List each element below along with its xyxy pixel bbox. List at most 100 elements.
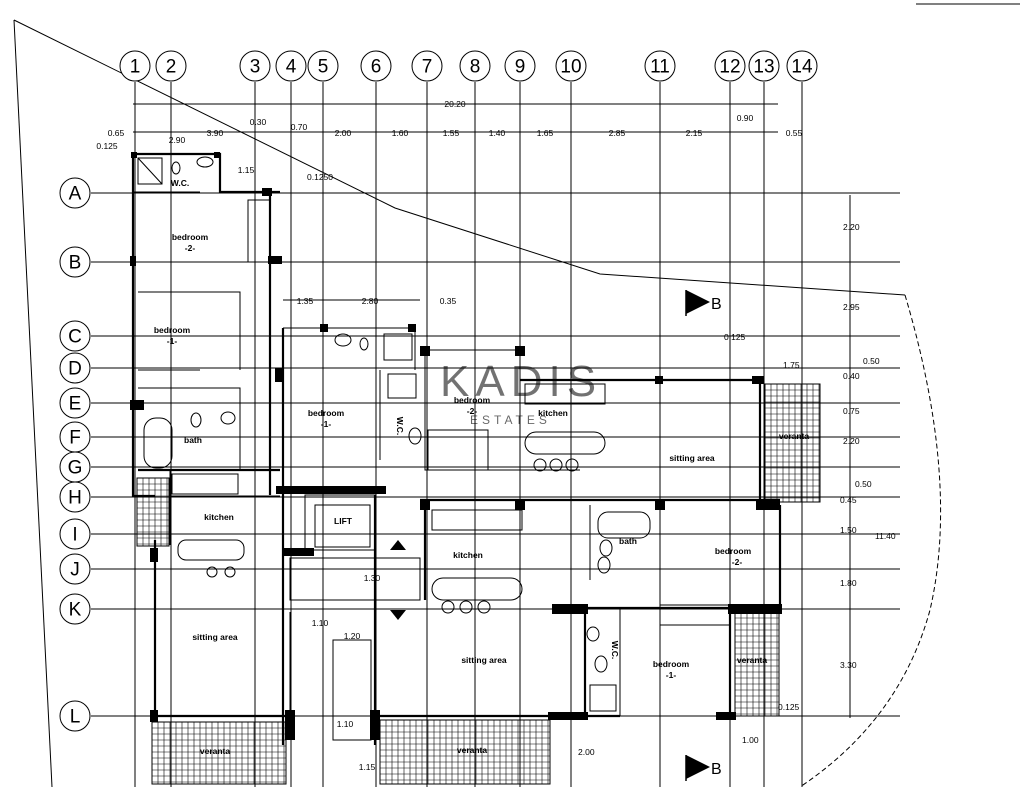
axis-label-12: 12: [719, 57, 740, 78]
axis-bubble-C: C: [59, 320, 91, 352]
dim-right-2: 0.125: [724, 332, 746, 342]
dim-mid-0: 1.35: [297, 296, 314, 306]
axis-label-10: 10: [560, 57, 581, 78]
axis-label-A: A: [69, 184, 82, 205]
dim-right-0: 2.20: [843, 222, 860, 232]
plot-boundary-right: [799, 294, 942, 787]
room-bedroom2-right-n: -2-: [732, 557, 743, 567]
section-label-top: B: [711, 296, 722, 313]
dim-top-6: 1.60: [392, 128, 409, 138]
room-veranta-right-bottom: veranta: [737, 655, 768, 665]
axis-label-13: 13: [753, 57, 774, 78]
room-bedroom1-left-n: -1-: [167, 336, 178, 346]
plot-boundary-top: [13, 19, 906, 296]
dim-extra-0: 0.125: [96, 141, 118, 151]
stair-dim-3: 1.15: [359, 762, 376, 772]
axis-label-11: 11: [650, 57, 670, 78]
stair-dimensions: 1.10 1.20 1.10 1.15 1.30: [312, 573, 381, 772]
axis-bubble-H: H: [59, 481, 91, 513]
watermark-logo: KADIS ESTATES: [440, 357, 602, 427]
dim-right-5: 0.40: [843, 371, 860, 381]
section-marker-bottom: B: [685, 755, 722, 781]
room-bedroom2-left-n: -2-: [185, 243, 196, 253]
veranta-hatch-left: [151, 721, 287, 785]
axis-label-5: 5: [318, 57, 329, 78]
dim-right-11: 11.40: [875, 531, 896, 541]
axis-bubble-14: 14: [786, 50, 818, 82]
axis-bubble-12: 12: [714, 50, 746, 82]
fixtures: [137, 156, 651, 712]
dim-right-7: 2.20: [843, 436, 860, 446]
dim-right-1: 2.95: [843, 302, 860, 312]
axis-label-3: 3: [250, 57, 261, 78]
axis-bubble-G: G: [59, 451, 91, 483]
dim-top-11: 2.15: [686, 128, 703, 138]
dim-right-15: 1.00: [742, 735, 759, 745]
dim-top-4: 0.70: [291, 122, 308, 132]
stair-dim-2: 1.10: [337, 719, 354, 729]
watermark-main: KADIS: [440, 357, 602, 406]
axis-bubble-6: 6: [360, 50, 392, 82]
axis-label-9: 9: [515, 57, 526, 78]
dim-top-0: 0.65: [108, 128, 125, 138]
plot-boundary-left: [13, 19, 53, 787]
room-veranta-right-top: veranta: [779, 431, 810, 441]
axis-bubble-J: J: [59, 553, 91, 585]
dim-top-5: 2.00: [335, 128, 352, 138]
axis-bubble-E: E: [59, 387, 91, 419]
axis-label-8: 8: [470, 57, 481, 78]
axis-label-2: 2: [166, 57, 177, 78]
room-bedroom2-left: bedroom: [172, 232, 209, 242]
room-bath-left: bath: [184, 435, 202, 445]
room-sitting-left: sitting area: [192, 632, 238, 642]
axis-label-H: H: [68, 488, 82, 509]
room-bedroom2-right: bedroom: [715, 546, 752, 556]
room-wc-mid: W.C.: [395, 417, 405, 435]
room-bedroom2-mid-n: -2-: [467, 406, 478, 416]
axis-bubble-3: 3: [239, 50, 271, 82]
axis-label-4: 4: [286, 57, 297, 78]
axis-label-B: B: [69, 253, 82, 274]
corridor-dim: 1.30: [364, 573, 381, 583]
room-kitchen-center: kitchen: [453, 550, 483, 560]
axis-label-1: 1: [130, 57, 141, 78]
axis-label-C: C: [68, 327, 82, 348]
dim-top-8: 1.40: [489, 128, 506, 138]
dim-right-14: 0.125: [778, 702, 800, 712]
room-bedroom1-right: bedroom: [653, 659, 690, 669]
veranta-hatch-right-top: [764, 383, 821, 503]
room-sitting-mid: sitting area: [669, 453, 715, 463]
axis-bubble-11: 11: [644, 50, 676, 82]
axis-bubble-A: A: [59, 177, 91, 209]
dim-top-13: 0.55: [786, 128, 803, 138]
section-label-bottom: B: [711, 761, 722, 778]
axis-bubble-10: 10: [555, 50, 587, 82]
dim-mid-2: 0.35: [440, 296, 457, 306]
room-bedroom1-mid: bedroom: [308, 408, 345, 418]
dim-top-10: 2.85: [609, 128, 626, 138]
room-bedroom2-mid: bedroom: [454, 395, 491, 405]
axis-label-K: K: [69, 600, 82, 621]
axis-bubble-2: 2: [155, 50, 187, 82]
room-wc-right: W.C.: [610, 641, 620, 659]
room-bedroom1-left: bedroom: [154, 325, 191, 335]
stair-dim-1: 1.20: [344, 631, 361, 641]
dim-extra-2: 0.1250: [307, 172, 333, 182]
axis-label-G: G: [68, 458, 83, 479]
dim-right-8: 0.50: [855, 479, 872, 489]
columns: [130, 152, 782, 740]
axis-label-I: I: [72, 525, 77, 546]
axis-bubble-13: 13: [748, 50, 780, 82]
dim-total: 20.20: [444, 99, 466, 109]
room-kitchen-mid: kitchen: [538, 408, 568, 418]
axis-bubble-4: 4: [275, 50, 307, 82]
dim-top-1: 2.90: [169, 135, 186, 145]
dim-top-12: 0.90: [737, 113, 754, 123]
veranta-hatch-center: [379, 719, 551, 785]
stair-dim-0: 1.10: [312, 618, 329, 628]
dim-right-16: 2.00: [578, 747, 595, 757]
axis-label-6: 6: [371, 57, 382, 78]
room-veranta-center: veranta: [457, 745, 488, 755]
axis-bubble-K: K: [59, 593, 91, 625]
